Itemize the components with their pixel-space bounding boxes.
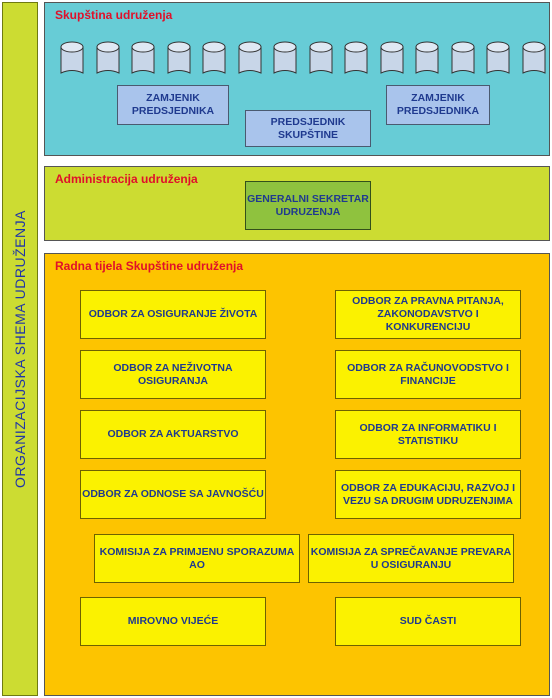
peace-council-box: MIROVNO VIJEĆE (80, 597, 266, 646)
commission-box: KOMISIJA ZA PRIMJENU SPORAZUMA AO (94, 534, 300, 583)
seat-icon (273, 41, 297, 74)
commission-box: KOMISIJA ZA SPREČAVANJE PREVARA U OSIGUR… (308, 534, 514, 583)
seat-icon (380, 41, 403, 74)
administration-title: Administracija udruženja (55, 172, 198, 186)
side-label: ORGANIZACIJSKA SHEMA UDRUŽENJA (12, 210, 28, 488)
working-bodies-panel: Radna tijela Skupštine udruženja ODBOR Z… (44, 253, 550, 696)
secretary-box: GENERALNI SEKRETAR UDRUZENJA (245, 181, 371, 230)
seat-icon (131, 41, 155, 74)
seat-icon (451, 41, 474, 74)
committee-box: ODBOR ZA PRAVNA PITANJA, ZAKONODAVSTVO I… (335, 290, 521, 339)
seat-icon (238, 41, 261, 74)
seat-icon (344, 41, 368, 74)
committee-box: ODBOR ZA EDUKACIJU, RAZVOJ I VEZU SA DRU… (335, 470, 521, 519)
deputy-left-box: ZAMJENIK PREDSJEDNIKA (117, 85, 229, 125)
court-of-honor-box: SUD ČASTI (335, 597, 521, 646)
seat-icon (167, 41, 190, 74)
seat-icon (486, 41, 510, 74)
committee-box: ODBOR ZA OSIGURANJE ŽIVOTA (80, 290, 266, 339)
assembly-title: Skupština udruženja (55, 8, 173, 22)
seat-icon (96, 41, 119, 74)
deputy-right-box: ZAMJENIK PREDSJEDNIKA (386, 85, 490, 125)
committee-box: ODBOR ZA NEŽIVOTNA OSIGURANJA (80, 350, 266, 399)
seat-icon (60, 41, 84, 74)
president-box: PREDSJEDNIK SKUPŠTINE (245, 110, 371, 147)
committee-box: ODBOR ZA INFORMATIKU I STATISTIKU (335, 410, 521, 459)
seat-icon (415, 41, 439, 74)
seat-icon (522, 41, 545, 74)
working-bodies-title: Radna tijela Skupštine udruženja (55, 259, 244, 273)
seat-icon (309, 41, 332, 74)
administration-panel: Administracija udruženja GENERALNI SEKRE… (44, 166, 550, 241)
assembly-panel: Skupština udruženja ZAMJENIK PREDSJEDNIK… (44, 2, 550, 156)
committee-box: ODBOR ZA AKTUARSTVO (80, 410, 266, 459)
seat-icon (202, 41, 226, 74)
side-label-bar: ORGANIZACIJSKA SHEMA UDRUŽENJA (2, 2, 38, 696)
committee-box: ODBOR ZA RAČUNOVODSTVO I FINANCIJE (335, 350, 521, 399)
committee-box: ODBOR ZA ODNOSE SA JAVNOŠĆU (80, 470, 266, 519)
